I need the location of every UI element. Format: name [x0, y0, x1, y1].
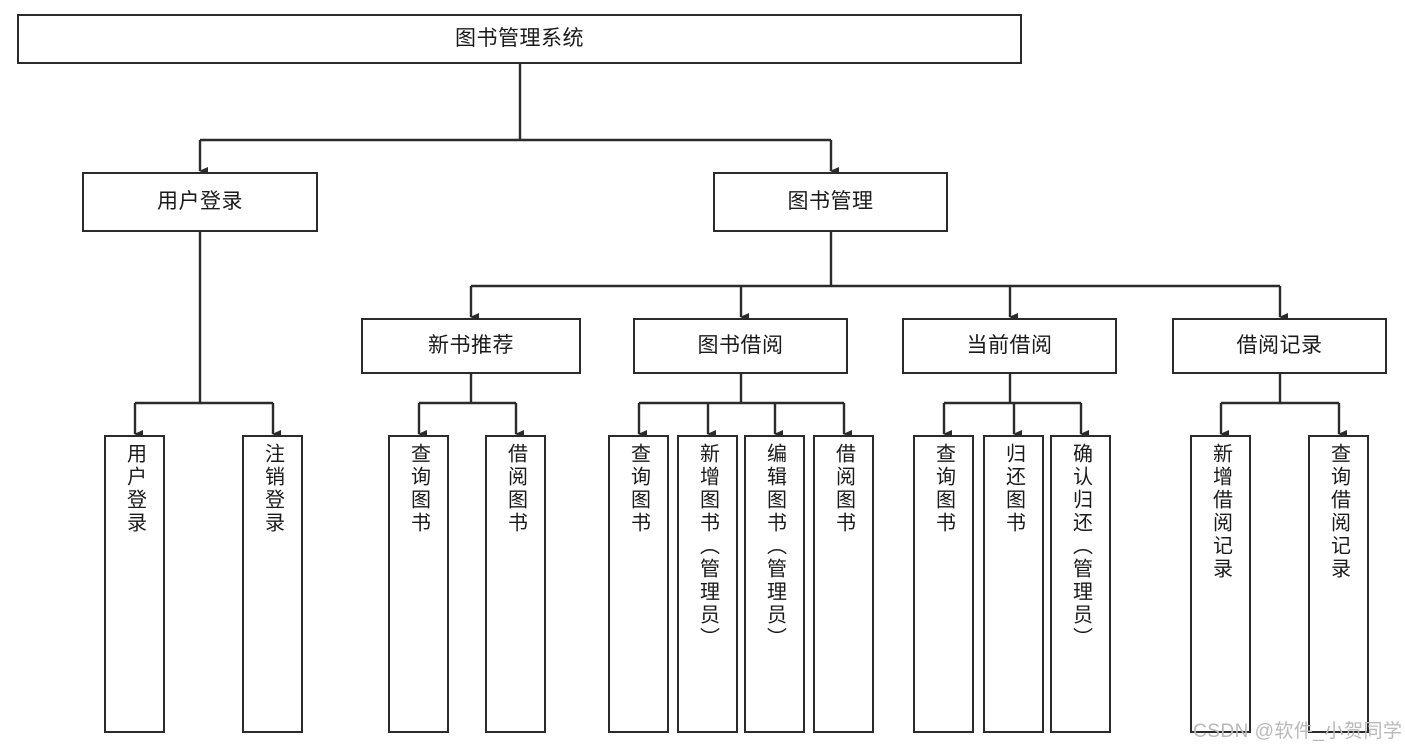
- node-l4-e1[interactable]: 新增借阅记录: [1190, 435, 1251, 733]
- node-l2-login[interactable]: 用户登录: [82, 172, 318, 232]
- node-l4-a2[interactable]: 注销登录: [242, 435, 303, 733]
- node-l3-new[interactable]: 新书推荐: [361, 318, 581, 374]
- node-label: 确认归还（管理员）: [1069, 443, 1092, 650]
- node-label: 借阅图书: [832, 443, 855, 535]
- node-l3-borrow[interactable]: 图书借阅: [633, 318, 848, 374]
- node-l4-c3[interactable]: 编辑图书（管理员）: [744, 435, 805, 733]
- node-label: 新增图书（管理员）: [696, 443, 719, 650]
- node-label: 借阅记录: [1236, 333, 1323, 357]
- node-label: 新书推荐: [428, 333, 514, 357]
- node-l4-e2[interactable]: 查询借阅记录: [1308, 435, 1369, 733]
- node-l4-d3[interactable]: 确认归还（管理员）: [1050, 435, 1111, 733]
- node-l3-current[interactable]: 当前借阅: [902, 318, 1117, 374]
- node-label: 新增借阅记录: [1209, 443, 1232, 581]
- node-label: 归还图书: [1002, 443, 1025, 535]
- node-label: 查询图书: [932, 443, 955, 535]
- node-root[interactable]: 图书管理系统: [17, 14, 1022, 64]
- node-label: 查询图书: [407, 443, 430, 535]
- node-l4-c1[interactable]: 查询图书: [608, 435, 669, 733]
- node-l4-d2[interactable]: 归还图书: [983, 435, 1044, 733]
- edge-group: [133, 64, 1348, 439]
- node-label: 图书管理: [787, 189, 874, 213]
- node-l4-b2[interactable]: 借阅图书: [485, 435, 546, 733]
- node-label: 图书借阅: [697, 333, 784, 357]
- node-l4-b1[interactable]: 查询图书: [388, 435, 449, 733]
- node-label: 用户登录: [123, 443, 146, 535]
- node-l4-c2[interactable]: 新增图书（管理员）: [677, 435, 738, 733]
- node-l4-d1[interactable]: 查询图书: [913, 435, 974, 733]
- node-label: 编辑图书（管理员）: [763, 443, 786, 650]
- node-label: 图书管理系统: [455, 26, 584, 50]
- node-l4-a1[interactable]: 用户登录: [104, 435, 165, 733]
- node-label: 注销登录: [261, 443, 284, 535]
- node-label: 当前借阅: [966, 333, 1053, 357]
- node-label: 查询图书: [627, 443, 650, 535]
- node-label: 用户登录: [157, 189, 243, 213]
- node-label: 借阅图书: [504, 443, 527, 535]
- node-l3-record[interactable]: 借阅记录: [1172, 318, 1387, 374]
- watermark-label: CSDN @软件_小贺同学: [1193, 721, 1403, 742]
- node-label: 查询借阅记录: [1327, 443, 1350, 581]
- node-l2-book[interactable]: 图书管理: [713, 172, 948, 232]
- node-l4-c4[interactable]: 借阅图书: [813, 435, 874, 733]
